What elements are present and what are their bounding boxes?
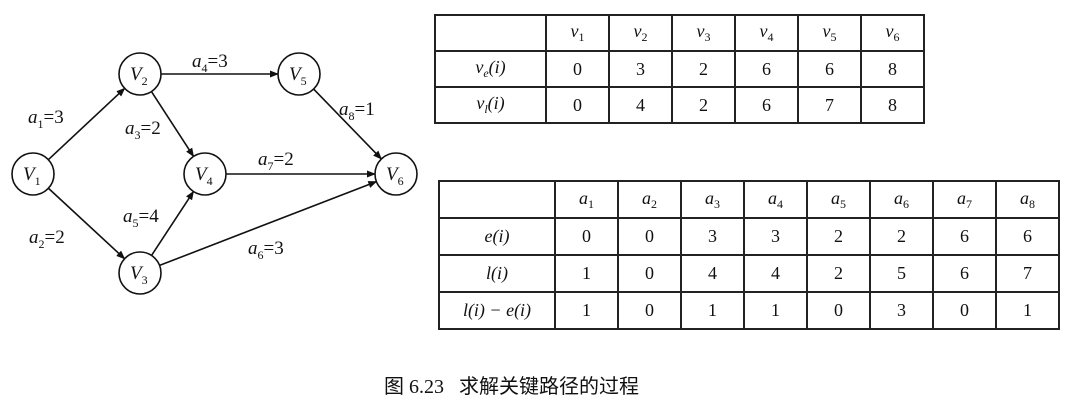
vertex-header-cell: v5 [797, 14, 862, 52]
table-cell: 0 [545, 86, 610, 124]
row-label-l: l(i) [438, 254, 556, 293]
edge-weight-label: a6=3 [248, 238, 284, 262]
edge-weight-label: a3=2 [125, 118, 161, 142]
table-cell: 3 [608, 50, 673, 88]
table-cell: 7 [797, 86, 862, 124]
table-corner-cell [434, 14, 547, 52]
vertex-event-time-table: v1 v2 v3 v4 v5 v6 ve(i) 0 3 2 6 6 8 vl(i… [434, 14, 925, 124]
vertex-header-cell: v1 [545, 14, 610, 52]
figure-caption: 图 6.23 求解关键路径的过程 [384, 376, 639, 398]
table-cell: 0 [545, 50, 610, 88]
edge-v3-v4 [150, 190, 195, 256]
vertex-header-cell: v3 [671, 14, 736, 52]
vertex-header-cell: v6 [860, 14, 925, 52]
edge-v1-v3 [47, 187, 126, 260]
table-cell: 0 [617, 254, 682, 293]
node-label: V6 [386, 164, 404, 188]
node-label: V3 [130, 263, 148, 287]
edge-v1-v2 [47, 87, 126, 161]
node-v3 [118, 251, 162, 295]
table-cell: 3 [680, 217, 745, 256]
table-cell: 1 [743, 291, 808, 330]
activity-header-cell: a2 [617, 180, 682, 219]
table-cell: 7 [995, 254, 1060, 293]
table-row-slack: l(i) − e(i) 1 0 1 1 0 3 0 1 [438, 291, 1060, 330]
table-row-vl: vl(i) 0 4 2 6 7 8 [434, 86, 925, 124]
table-cell: 6 [734, 50, 799, 88]
node-label: V4 [195, 164, 213, 188]
node-label: V1 [23, 164, 41, 188]
table-cell: 0 [932, 291, 997, 330]
table-cell: 1 [995, 291, 1060, 330]
node-v5 [277, 52, 321, 96]
table-header-row: v1 v2 v3 v4 v5 v6 [434, 14, 925, 52]
activity-header-cell: a7 [932, 180, 997, 219]
activity-header-cell: a6 [869, 180, 934, 219]
node-v2 [118, 52, 162, 96]
table-cell: 6 [797, 50, 862, 88]
table-cell: 4 [680, 254, 745, 293]
activity-time-table: a1 a2 a3 a4 a5 a6 a7 a8 e(i) 0 0 3 3 2 2… [438, 180, 1060, 330]
table-cell: 2 [671, 50, 736, 88]
row-label-slack: l(i) − e(i) [438, 291, 556, 330]
row-label-ve: ve(i) [434, 50, 547, 88]
edge-weight-label: a2=2 [29, 227, 65, 251]
table-cell: 1 [680, 291, 745, 330]
table-cell: 0 [617, 291, 682, 330]
vertex-header-cell: v4 [734, 14, 799, 52]
table-cell: 8 [860, 50, 925, 88]
table-row-l: l(i) 1 0 4 4 2 5 6 7 [438, 254, 1060, 293]
activity-header-cell: a1 [554, 180, 619, 219]
table-cell: 2 [806, 254, 871, 293]
table-cell: 4 [743, 254, 808, 293]
edge-weight-label: a8=1 [339, 99, 375, 123]
table-cell: 0 [554, 217, 619, 256]
activity-header-cell: a3 [680, 180, 745, 219]
node-v4 [183, 152, 227, 196]
node-v1 [11, 152, 55, 196]
edge-weight-label: a7=2 [258, 149, 294, 173]
edge-v3-v6 [159, 180, 378, 267]
row-label-vl: vl(i) [434, 86, 547, 124]
table-row-e: e(i) 0 0 3 3 2 2 6 6 [438, 217, 1060, 256]
table-cell: 6 [932, 254, 997, 293]
table-cell: 0 [806, 291, 871, 330]
table-cell: 6 [995, 217, 1060, 256]
table-cell: 5 [869, 254, 934, 293]
table-cell: 3 [743, 217, 808, 256]
activity-header-cell: a4 [743, 180, 808, 219]
edge-v5-v6 [313, 88, 383, 160]
table-cell: 2 [806, 217, 871, 256]
table-cell: 8 [860, 86, 925, 124]
table-cell: 2 [869, 217, 934, 256]
edge-weight-label: a4=3 [192, 51, 228, 75]
table-cell: 2 [671, 86, 736, 124]
table-cell: 1 [554, 254, 619, 293]
activity-header-cell: a5 [806, 180, 871, 219]
table-cell: 4 [608, 86, 673, 124]
table-cell: 1 [554, 291, 619, 330]
edge-weight-label: a5=4 [123, 206, 159, 230]
node-label: V5 [289, 64, 307, 88]
node-v6 [374, 152, 418, 196]
row-label-e: e(i) [438, 217, 556, 256]
table-cell: 6 [932, 217, 997, 256]
table-cell: 6 [734, 86, 799, 124]
table-row-ve: ve(i) 0 3 2 6 6 8 [434, 50, 925, 88]
vertex-header-cell: v2 [608, 14, 673, 52]
table-cell: 0 [617, 217, 682, 256]
edge-weight-label: a1=3 [28, 107, 64, 131]
activity-header-cell: a8 [995, 180, 1060, 219]
node-label: V2 [130, 64, 148, 88]
table-header-row: a1 a2 a3 a4 a5 a6 a7 a8 [438, 180, 1060, 219]
edge-v2-v4 [150, 91, 195, 158]
table-corner-cell [438, 180, 556, 219]
table-cell: 3 [869, 291, 934, 330]
